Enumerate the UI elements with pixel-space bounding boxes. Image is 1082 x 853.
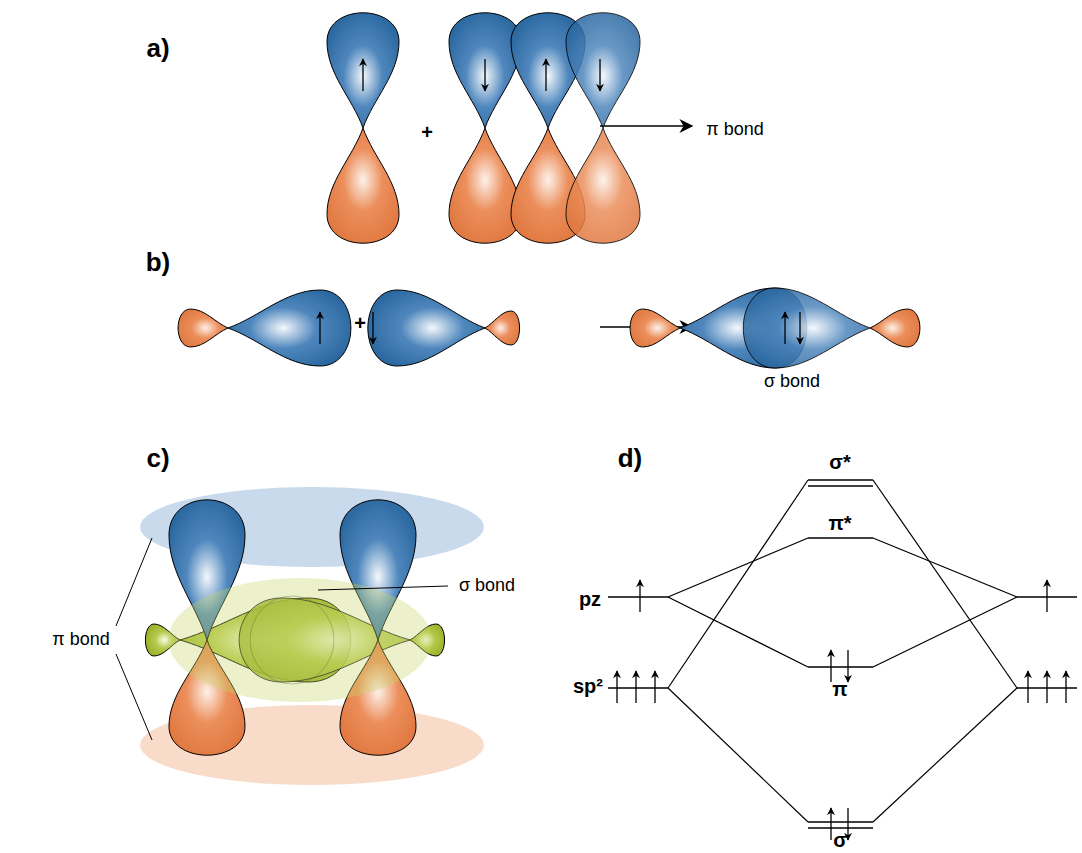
panel-letter: c) <box>146 444 169 473</box>
spin-arrow <box>847 650 848 682</box>
orbital-lobe <box>566 128 640 243</box>
panel-letter: d) <box>618 444 643 473</box>
spin-arrow <box>1046 671 1047 703</box>
overlap-outline <box>250 596 334 684</box>
energy-level <box>608 596 668 598</box>
orbital-lobe <box>449 128 521 243</box>
spin-arrow <box>1027 671 1028 703</box>
panel-c-art <box>116 487 484 785</box>
orbital-lobe <box>449 13 521 128</box>
orbital-lobe <box>327 128 399 243</box>
orbital-lobe <box>743 288 870 368</box>
bond-label: π bond <box>706 120 763 140</box>
leader-line <box>116 538 152 626</box>
orbital-label: π* <box>828 512 851 534</box>
energy-level <box>808 827 873 829</box>
orbital-label: σ* <box>829 451 850 473</box>
energy-level <box>808 537 873 539</box>
spin-arrow <box>545 59 546 91</box>
correlation-line <box>668 480 808 688</box>
reaction-arrow <box>600 125 692 127</box>
energy-level <box>808 666 873 668</box>
orbital-lobe <box>485 311 520 345</box>
bond-label: σ bond <box>764 372 820 392</box>
bond-label: σ bond <box>459 576 515 596</box>
orbital-label: π <box>832 678 847 700</box>
orbital-lobe <box>178 309 228 347</box>
correlation-line <box>873 480 1017 688</box>
spin-arrow <box>830 808 831 840</box>
spin-arrow <box>784 312 785 344</box>
orbital-lobe <box>327 13 399 128</box>
orbital-lobe <box>630 309 680 347</box>
spin-arrow <box>830 650 831 682</box>
spin-arrow <box>639 580 640 612</box>
spin-arrow <box>635 671 636 703</box>
correlation-line <box>668 538 808 597</box>
panel-b-art <box>178 288 920 368</box>
spin-arrow <box>599 59 600 91</box>
panel-letter: b) <box>146 248 171 277</box>
panel-letter: a) <box>146 34 169 63</box>
spin-arrow <box>1065 671 1066 703</box>
correlation-line <box>873 688 1017 822</box>
spin-arrow <box>799 312 800 344</box>
orbital-label: pz <box>579 588 601 610</box>
spin-arrow <box>847 808 848 840</box>
spin-arrow <box>319 312 320 344</box>
plus-sign: + <box>421 121 433 143</box>
panel-a-art <box>327 13 692 243</box>
orbital-lobe <box>566 13 640 128</box>
spin-arrow <box>484 59 485 91</box>
plus-sign: + <box>354 312 366 334</box>
orbital-lobe <box>870 309 920 347</box>
correlation-line <box>873 538 1017 597</box>
spin-arrow <box>372 312 373 344</box>
correlation-line <box>668 688 808 822</box>
leader-line <box>318 586 448 590</box>
bond-label: π bond <box>52 630 109 650</box>
panel-d-art <box>608 480 1077 840</box>
sigma-cloud <box>168 578 432 702</box>
energy-level <box>808 821 873 823</box>
orbital-lobe <box>368 290 485 366</box>
spin-arrow <box>1046 580 1047 612</box>
orbital-label: sp² <box>573 675 603 697</box>
energy-level <box>808 485 873 487</box>
spin-arrow <box>616 671 617 703</box>
leader-line <box>116 654 152 740</box>
orbital-label: σ <box>833 829 847 851</box>
energy-level <box>808 479 873 481</box>
spin-arrow <box>362 59 363 91</box>
orbital-lobe <box>228 290 351 366</box>
spin-arrow <box>654 671 655 703</box>
